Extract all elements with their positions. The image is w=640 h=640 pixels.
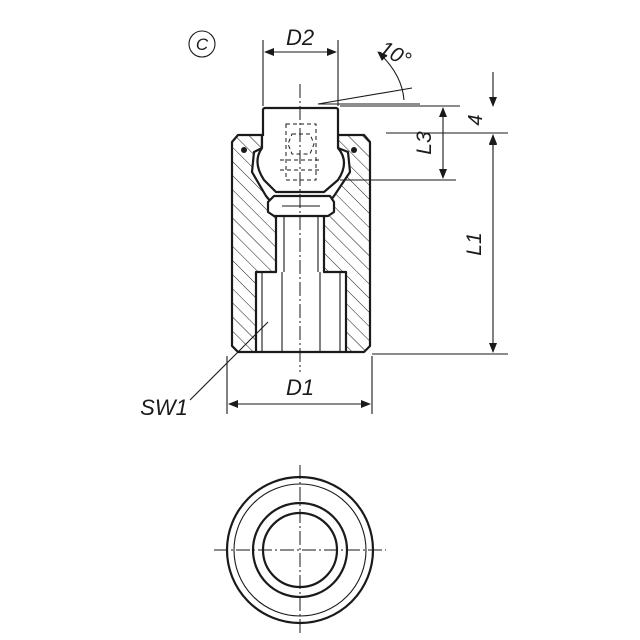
- left-wall-hatch: [232, 135, 276, 352]
- oring-right: [351, 147, 357, 153]
- d2-label: D2: [286, 25, 314, 50]
- dimension-annotations: C D2 10° L3 4 L1 D1 SW1: [140, 25, 508, 420]
- hidden-spring: [285, 123, 317, 181]
- right-wall-hatch: [324, 135, 370, 352]
- inner-bore-left: [250, 135, 278, 352]
- four-label: 4: [465, 114, 487, 125]
- housing-outline: [230, 133, 372, 354]
- l1-label: L1: [463, 232, 486, 255]
- variant-mark-circle: [188, 30, 216, 58]
- angle-leg-line: [317, 87, 413, 105]
- housing-body: [230, 133, 372, 354]
- sw1-leader-line: [189, 321, 269, 401]
- angle-label: 10°: [376, 37, 415, 72]
- l3-label: L3: [413, 131, 436, 155]
- variant-mark-letter: C: [196, 35, 209, 54]
- section-view: [230, 84, 372, 372]
- pin-ball-socket: [256, 136, 346, 194]
- oring-left: [241, 147, 247, 153]
- hidden-hex: [287, 133, 315, 155]
- end-view: [214, 465, 386, 634]
- sw1-label: SW1: [140, 395, 188, 420]
- d1-label: D1: [286, 375, 314, 400]
- angle-arc: [377, 51, 405, 101]
- inner-bore-right: [322, 135, 352, 352]
